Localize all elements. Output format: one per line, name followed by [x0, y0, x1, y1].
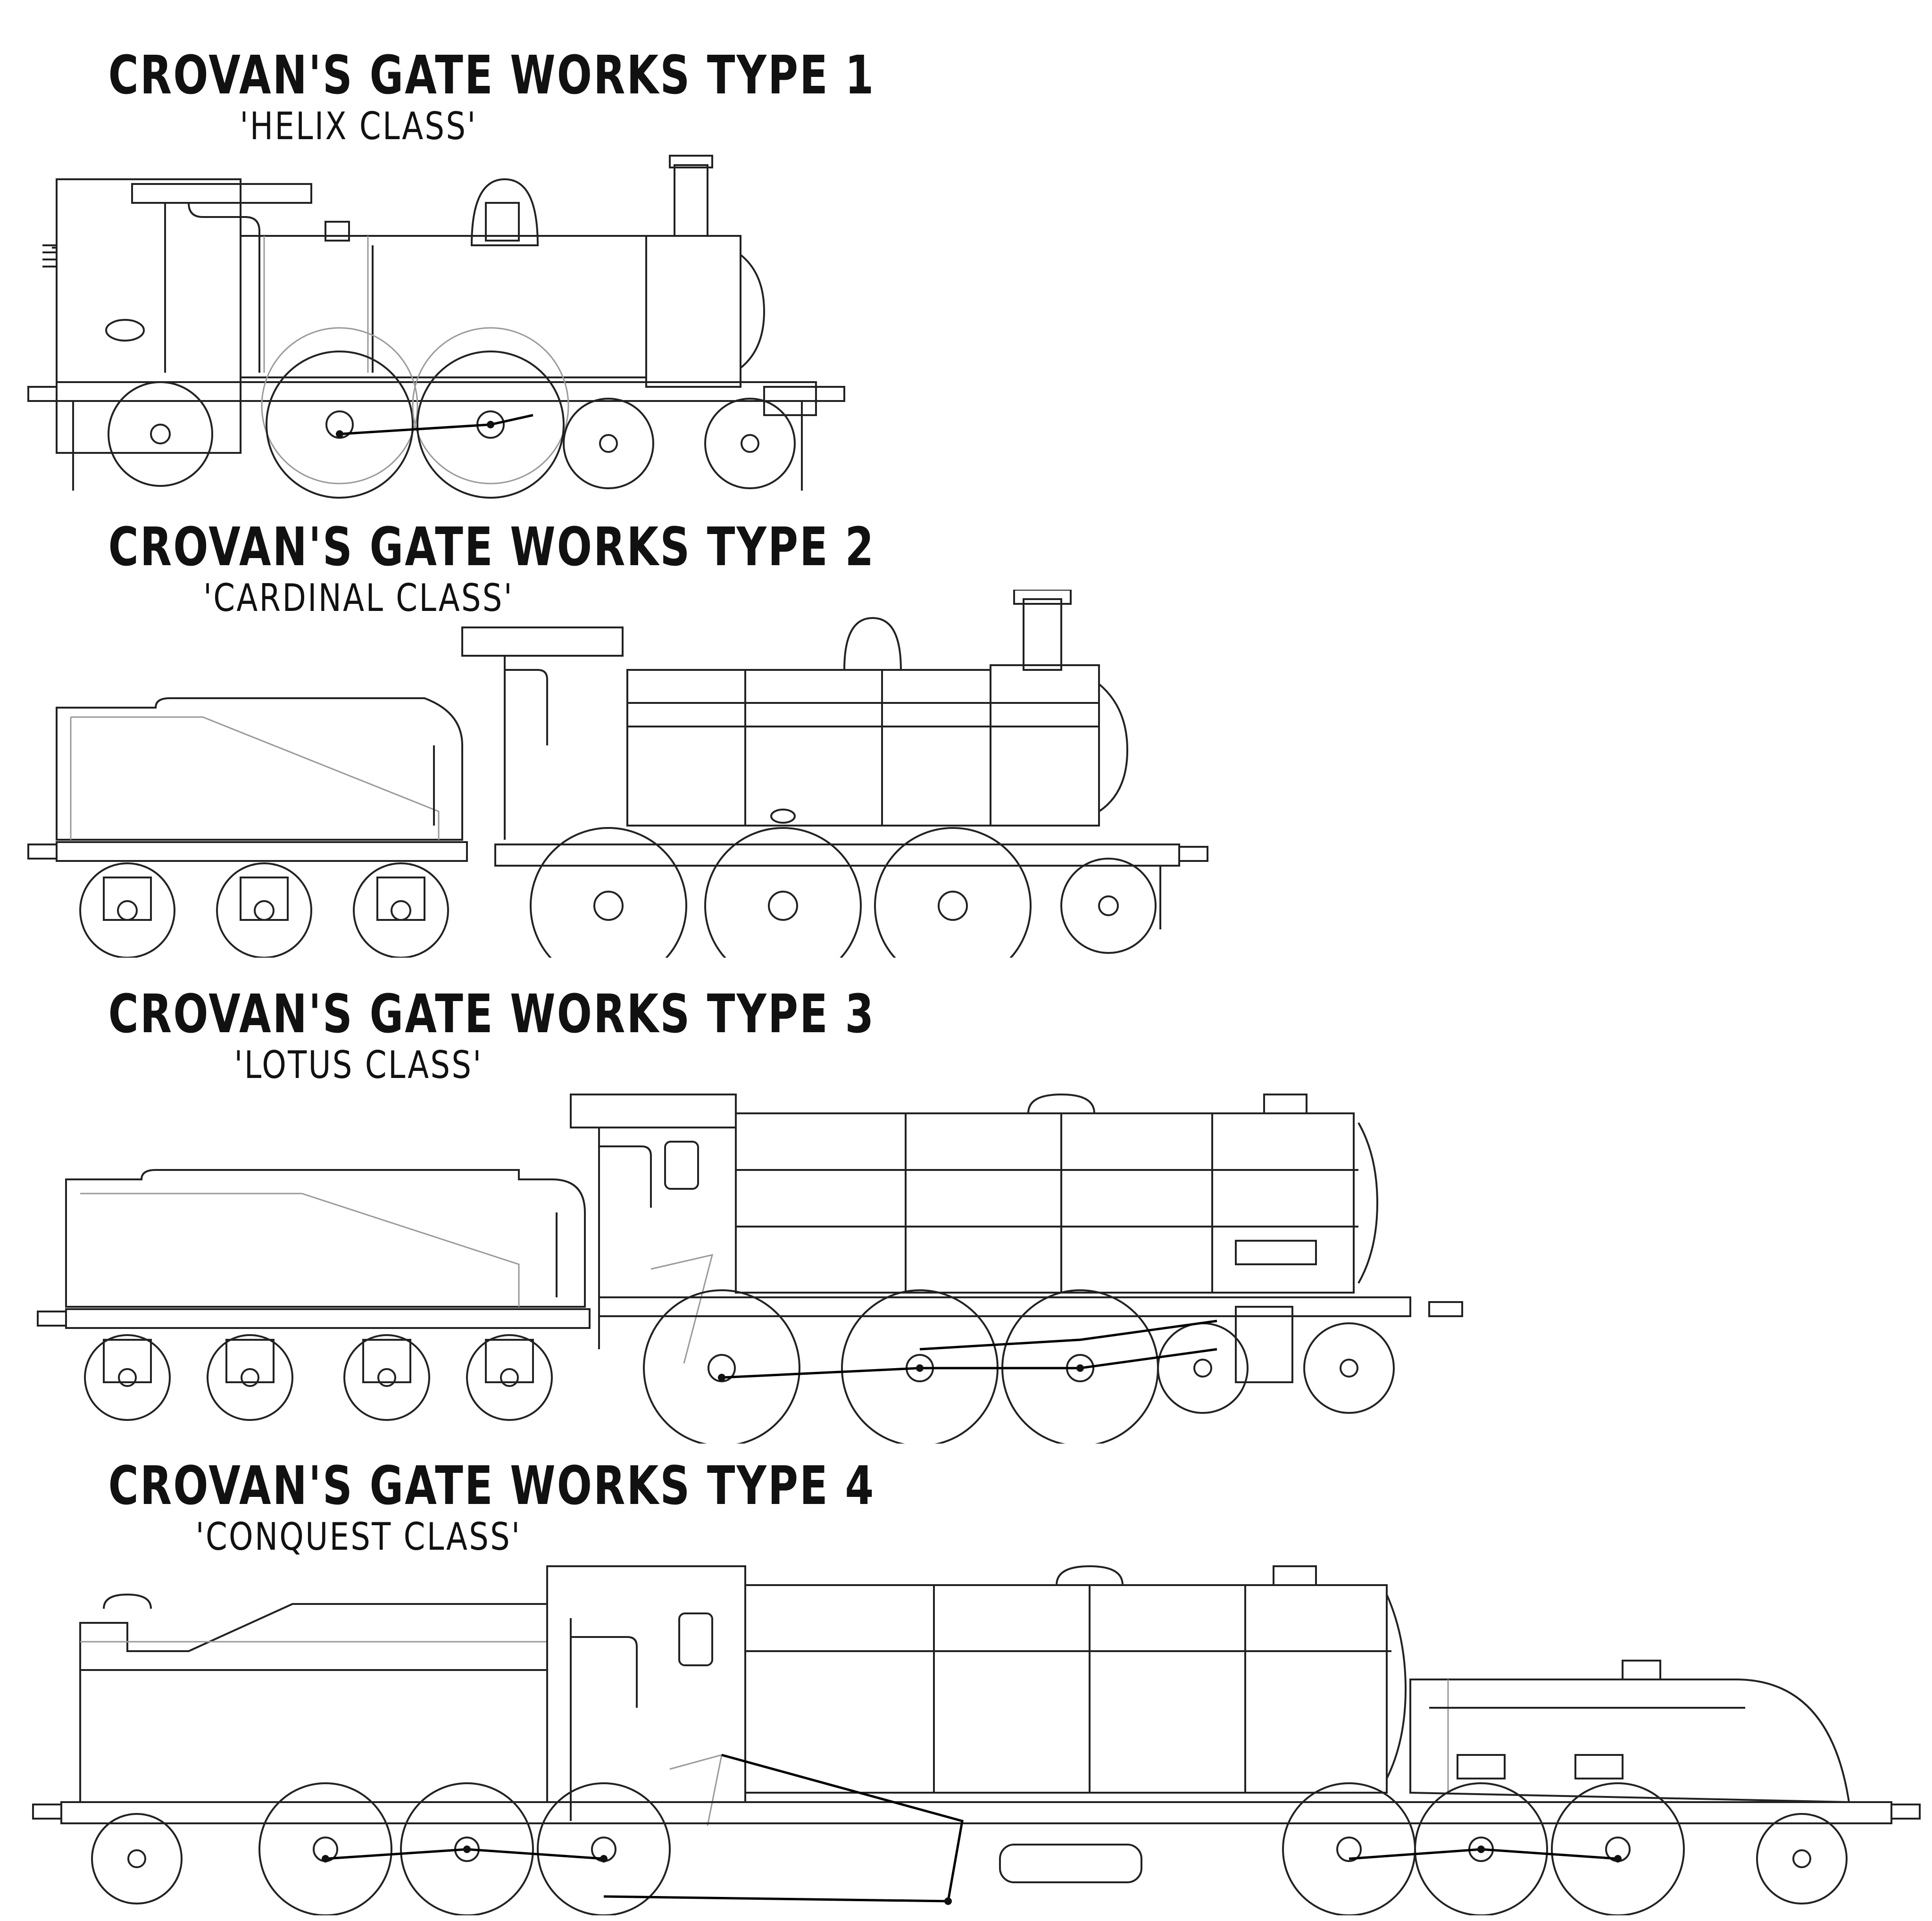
loco-heading-type-2: CROVAN'S GATE WORKS TYPE 2 'CARDINAL CLA… [38, 517, 875, 621]
type1-wheels [108, 327, 796, 499]
loco-drawing-type-3 [37, 1093, 1463, 1444]
loco-heading-type-1: CROVAN'S GATE WORKS TYPE 1 'HELIX CLASS' [38, 45, 875, 149]
loco-title: CROVAN'S GATE WORKS TYPE 3 [108, 984, 875, 1045]
type2-tender-wheels [79, 862, 449, 958]
loco-subtitle: 'CARDINAL CLASS' [203, 576, 514, 620]
loco-drawing-type-2 [27, 590, 1208, 958]
loco-heading-type-3: CROVAN'S GATE WORKS TYPE 3 'LOTUS CLASS' [38, 984, 875, 1088]
loco-title: CROVAN'S GATE WORKS TYPE 2 [108, 517, 875, 578]
loco-title: CROVAN'S GATE WORKS TYPE 1 [108, 45, 875, 106]
loco-subtitle: 'LOTUS CLASS' [234, 1043, 483, 1087]
type3-tender-wheels [84, 1334, 553, 1421]
loco-drawing-type-4 [32, 1565, 1921, 1915]
loco-drawing-type-1 [27, 155, 845, 499]
loco-subtitle: 'HELIX CLASS' [240, 104, 477, 148]
loco-title: CROVAN'S GATE WORKS TYPE 4 [108, 1455, 875, 1517]
loco-heading-type-4: CROVAN'S GATE WORKS TYPE 4 'CONQUEST CLA… [38, 1455, 875, 1560]
type2-engine-wheels [530, 827, 1157, 958]
loco-subtitle: 'CONQUEST CLASS' [195, 1515, 522, 1559]
